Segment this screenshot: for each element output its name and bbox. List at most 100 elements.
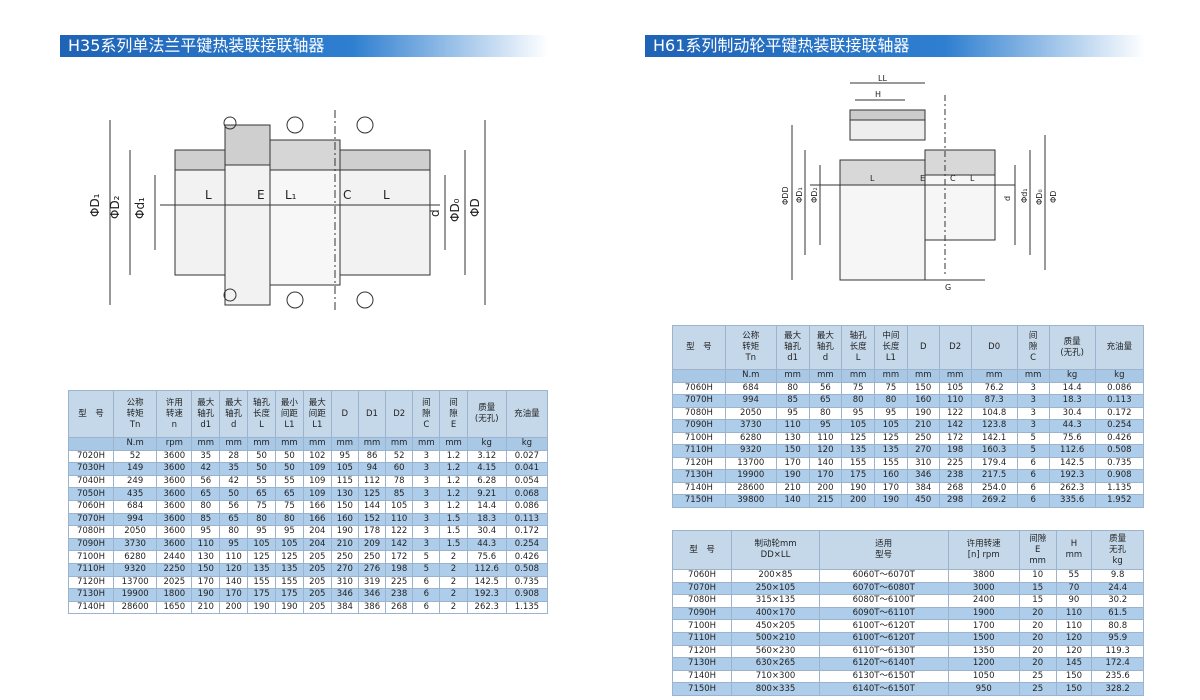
- table-cell: 175: [841, 469, 876, 483]
- table-cell: 166: [302, 499, 332, 514]
- table-cell: 112: [357, 474, 387, 489]
- table-cell: 262.3: [1048, 481, 1096, 495]
- table-cell: 110: [1055, 606, 1093, 621]
- label-D1: ΦD₁: [795, 187, 804, 203]
- table-cell: 190: [775, 469, 810, 483]
- table-cell: 310: [330, 575, 359, 590]
- unit-cell: mm: [302, 437, 332, 451]
- table-cell: 5: [412, 562, 441, 577]
- table-cell: 3600: [156, 487, 193, 501]
- table-cell: 384: [906, 481, 940, 495]
- table-cell: 95: [841, 406, 876, 420]
- h61-coupling-drawing: LL H ΦDD ΦD₁ ΦD₂ L E C L d Φd₁ ΦD₀ ΦD G: [781, 75, 1058, 292]
- table-cell: 2440: [156, 550, 193, 564]
- column-header: 质量(无孔): [466, 390, 507, 438]
- table-cell: 150: [1055, 669, 1093, 684]
- table-cell: 85: [191, 512, 221, 527]
- table-cell: 142.1: [970, 431, 1018, 445]
- table-cell: 160: [330, 512, 359, 527]
- table-cell: 0.172: [505, 525, 549, 539]
- column-header: 型 号: [671, 530, 733, 570]
- table-cell: 7150H: [672, 494, 726, 508]
- table-cell: 135: [247, 562, 276, 577]
- table-cell: 800×335: [731, 682, 820, 696]
- table-cell: 6090T～6110T: [818, 606, 949, 621]
- table-cell: 254.0: [970, 481, 1018, 495]
- table-cell: 2400: [947, 594, 1020, 608]
- table-cell: 950: [947, 682, 1020, 696]
- table-cell: 80: [808, 406, 843, 420]
- table-cell: 270: [906, 444, 940, 458]
- table-cell: 155: [247, 575, 276, 590]
- label-D2: ΦD₂: [810, 187, 819, 203]
- table-cell: 1650: [156, 600, 193, 615]
- table-cell: 319: [357, 575, 387, 590]
- table-cell: 2: [439, 562, 468, 577]
- table-cell: 75: [874, 381, 908, 395]
- unit-cell: mm: [874, 369, 908, 383]
- unit-cell: mm: [330, 437, 359, 451]
- table-cell: 269.2: [970, 494, 1018, 508]
- table-cell: 6100T～6120T: [818, 619, 949, 633]
- table-cell: 7130H: [68, 588, 114, 602]
- table-cell: 25: [1018, 682, 1057, 696]
- table-cell: 110: [775, 419, 810, 433]
- table-cell: 142.5: [1048, 456, 1096, 470]
- table-cell: 7030H: [68, 462, 114, 476]
- table-cell: 172: [938, 431, 972, 445]
- table-cell: 6: [1016, 494, 1050, 508]
- table-cell: 0.172: [1094, 406, 1145, 420]
- table-cell: 7070H: [672, 394, 726, 408]
- table-cell: 172: [385, 550, 414, 564]
- table-cell: 110: [938, 394, 972, 408]
- table-cell: 7110H: [68, 562, 114, 577]
- table-cell: 50: [274, 449, 304, 464]
- table-cell: 145: [1055, 657, 1093, 671]
- table-cell: 9320: [724, 444, 777, 458]
- table-cell: 152: [357, 512, 387, 527]
- table-cell: 3: [412, 487, 441, 501]
- table-cell: 198: [938, 444, 972, 458]
- table-cell: 5: [1016, 431, 1050, 445]
- table-cell: 384: [330, 600, 359, 615]
- table-cell: 170: [219, 588, 249, 602]
- table-cell: 0.254: [1094, 419, 1145, 433]
- table-cell: 204: [302, 525, 332, 539]
- table-cell: 105: [274, 537, 304, 552]
- table-cell: 1350: [947, 644, 1020, 659]
- table-cell: 120: [1055, 644, 1093, 659]
- label-D: ΦD: [468, 198, 482, 217]
- table-cell: 346: [330, 588, 359, 602]
- table-cell: 215: [808, 494, 843, 508]
- table-cell: 2: [439, 550, 468, 564]
- table-cell: 86: [357, 449, 387, 464]
- table-cell: 190: [191, 588, 221, 602]
- table-cell: 7080H: [671, 594, 733, 608]
- unit-cell: mm: [219, 437, 249, 451]
- table-cell: 192.3: [1048, 469, 1096, 483]
- table-cell: 3: [412, 474, 441, 489]
- table-cell: 6080T～6100T: [818, 594, 949, 608]
- table-cell: 3730: [724, 419, 777, 433]
- label-d2v: ΦD₂: [108, 195, 122, 219]
- label-LL: LL: [878, 75, 887, 83]
- table-cell: 6: [412, 575, 441, 590]
- table-cell: 28: [219, 449, 249, 464]
- table-cell: 225: [385, 575, 414, 590]
- table-cell: 3: [412, 499, 441, 514]
- table-cell: 94: [357, 462, 387, 476]
- table-cell: 55: [1055, 569, 1093, 583]
- unit-cell: kg: [466, 437, 507, 451]
- table-cell: 13700: [724, 456, 777, 470]
- table-cell: 125: [357, 487, 387, 501]
- table-cell: 310: [906, 456, 940, 470]
